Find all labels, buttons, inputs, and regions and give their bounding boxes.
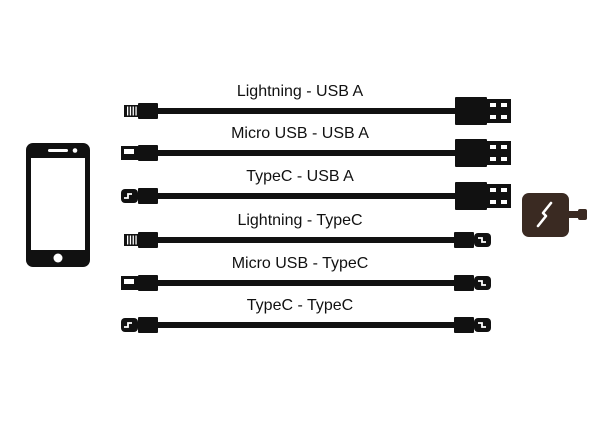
cable-label: Micro USB - TypeC bbox=[231, 255, 369, 272]
cable-label: Lightning - TypeC bbox=[237, 212, 363, 229]
cable-label: Micro USB - USB A bbox=[231, 125, 369, 142]
cable-row bbox=[121, 317, 491, 333]
cable-label: TypeC - TypeC bbox=[246, 297, 354, 314]
cable-wire bbox=[158, 237, 456, 243]
cable-row bbox=[121, 182, 511, 210]
cable-row bbox=[121, 275, 491, 291]
type-c-connector bbox=[121, 188, 158, 204]
cable-label: TypeC - USB A bbox=[246, 168, 354, 185]
wall-charger-icon bbox=[522, 193, 587, 237]
micro-usb-connector bbox=[121, 145, 158, 161]
type-c-connector bbox=[121, 317, 158, 333]
type-c-connector bbox=[454, 232, 491, 248]
type-c-connector bbox=[454, 317, 491, 333]
usb-a-connector bbox=[455, 139, 511, 167]
cable-label: Lightning - USB A bbox=[236, 83, 364, 100]
type-c-connector bbox=[454, 275, 491, 291]
cable-wire bbox=[158, 322, 456, 328]
cable-wire bbox=[158, 150, 456, 156]
cable-list bbox=[121, 97, 511, 333]
cable-wire bbox=[158, 280, 456, 286]
lightning-connector bbox=[124, 103, 158, 119]
cable-row bbox=[121, 139, 511, 167]
cable-wire bbox=[158, 193, 456, 199]
usb-a-connector bbox=[455, 182, 511, 210]
cable-row bbox=[124, 232, 491, 248]
usb-a-connector bbox=[455, 97, 511, 125]
micro-usb-connector bbox=[121, 275, 158, 291]
lightning-connector bbox=[124, 232, 158, 248]
smartphone-icon bbox=[26, 143, 90, 267]
cable-wire bbox=[158, 108, 456, 114]
cable-row bbox=[124, 97, 511, 125]
